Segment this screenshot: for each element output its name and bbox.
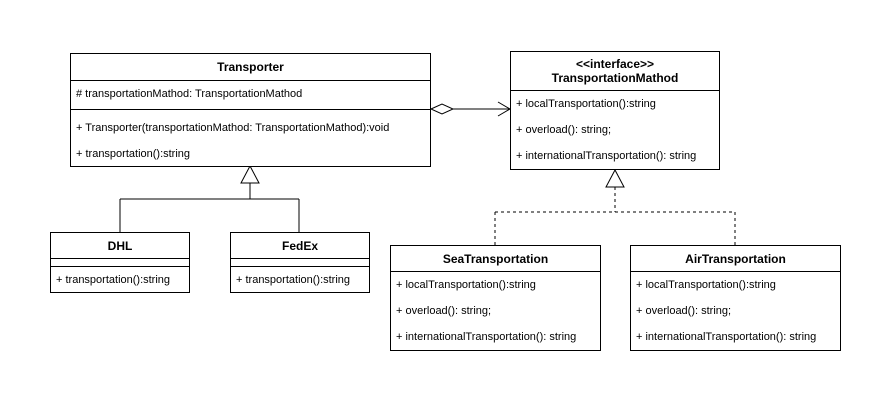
class-name: AirTransportation	[685, 251, 786, 266]
method-row: + localTransportation():string	[636, 279, 776, 291]
class-air-transportation[interactable]: AirTransportation + localTransportation(…	[630, 245, 841, 351]
method-row: + overload(): string;	[636, 305, 732, 317]
method-row: + transportation():string	[236, 274, 351, 286]
methods-section: + localTransportation():string + overloa…	[631, 272, 840, 350]
attributes-section: # transportationMathod: TransportationMa…	[71, 81, 430, 110]
class-header: DHL	[51, 233, 189, 259]
methods-section: + transportation():string	[231, 267, 369, 292]
class-name: Transporter	[217, 60, 284, 74]
attribute-row: # transportationMathod: TransportationMa…	[76, 88, 303, 100]
stereotype-label: <<interface>>	[575, 57, 655, 71]
class-fedex[interactable]: FedEx + transportation():string	[230, 232, 370, 293]
class-sea-transportation[interactable]: SeaTransportation + localTransportation(…	[390, 245, 601, 351]
method-row: + localTransportation():string	[396, 279, 536, 291]
attributes-section	[51, 259, 189, 267]
method-row: + transportation():string	[76, 148, 191, 160]
method-row: + internationalTransportation(): string	[636, 331, 817, 343]
class-transportation-mathod-interface[interactable]: <<interface>> TransportationMathod + loc…	[510, 51, 720, 170]
method-row: + overload(): string;	[396, 305, 492, 317]
class-header: <<interface>> TransportationMathod	[511, 52, 719, 91]
methods-section: + localTransportation():string + overloa…	[391, 272, 600, 350]
realization-connector	[494, 168, 736, 245]
method-row: + localTransportation():string	[516, 98, 656, 110]
class-name: FedEx	[281, 238, 318, 253]
method-row: + internationalTransportation(): string	[396, 331, 577, 343]
aggregation-connector	[429, 101, 511, 117]
class-header: FedEx	[231, 233, 369, 259]
methods-section: + localTransportation():string + overloa…	[511, 91, 719, 169]
class-header: AirTransportation	[631, 246, 840, 272]
class-name: DHL	[107, 238, 133, 253]
realization-triangle	[605, 168, 625, 188]
class-name: TransportationMathod	[551, 71, 679, 85]
method-row: + overload(): string;	[516, 124, 612, 136]
method-row: + internationalTransportation(): string	[516, 150, 697, 162]
class-transporter[interactable]: Transporter # transportationMathod: Tran…	[70, 53, 431, 167]
inheritance-connector	[119, 164, 300, 232]
aggregation-diamond	[429, 103, 455, 115]
methods-section: + transportation():string	[51, 267, 189, 292]
class-name: SeaTransportation	[442, 251, 549, 266]
attributes-section	[231, 259, 369, 267]
class-dhl[interactable]: DHL + transportation():string	[50, 232, 190, 293]
methods-section: + Transporter(transportationMathod: Tran…	[71, 110, 430, 166]
method-row: + transportation():string	[56, 274, 171, 286]
inheritance-triangle	[240, 164, 260, 184]
method-row: + Transporter(transportationMathod: Tran…	[76, 122, 390, 134]
class-header: Transporter	[71, 54, 430, 81]
class-header: SeaTransportation	[391, 246, 600, 272]
